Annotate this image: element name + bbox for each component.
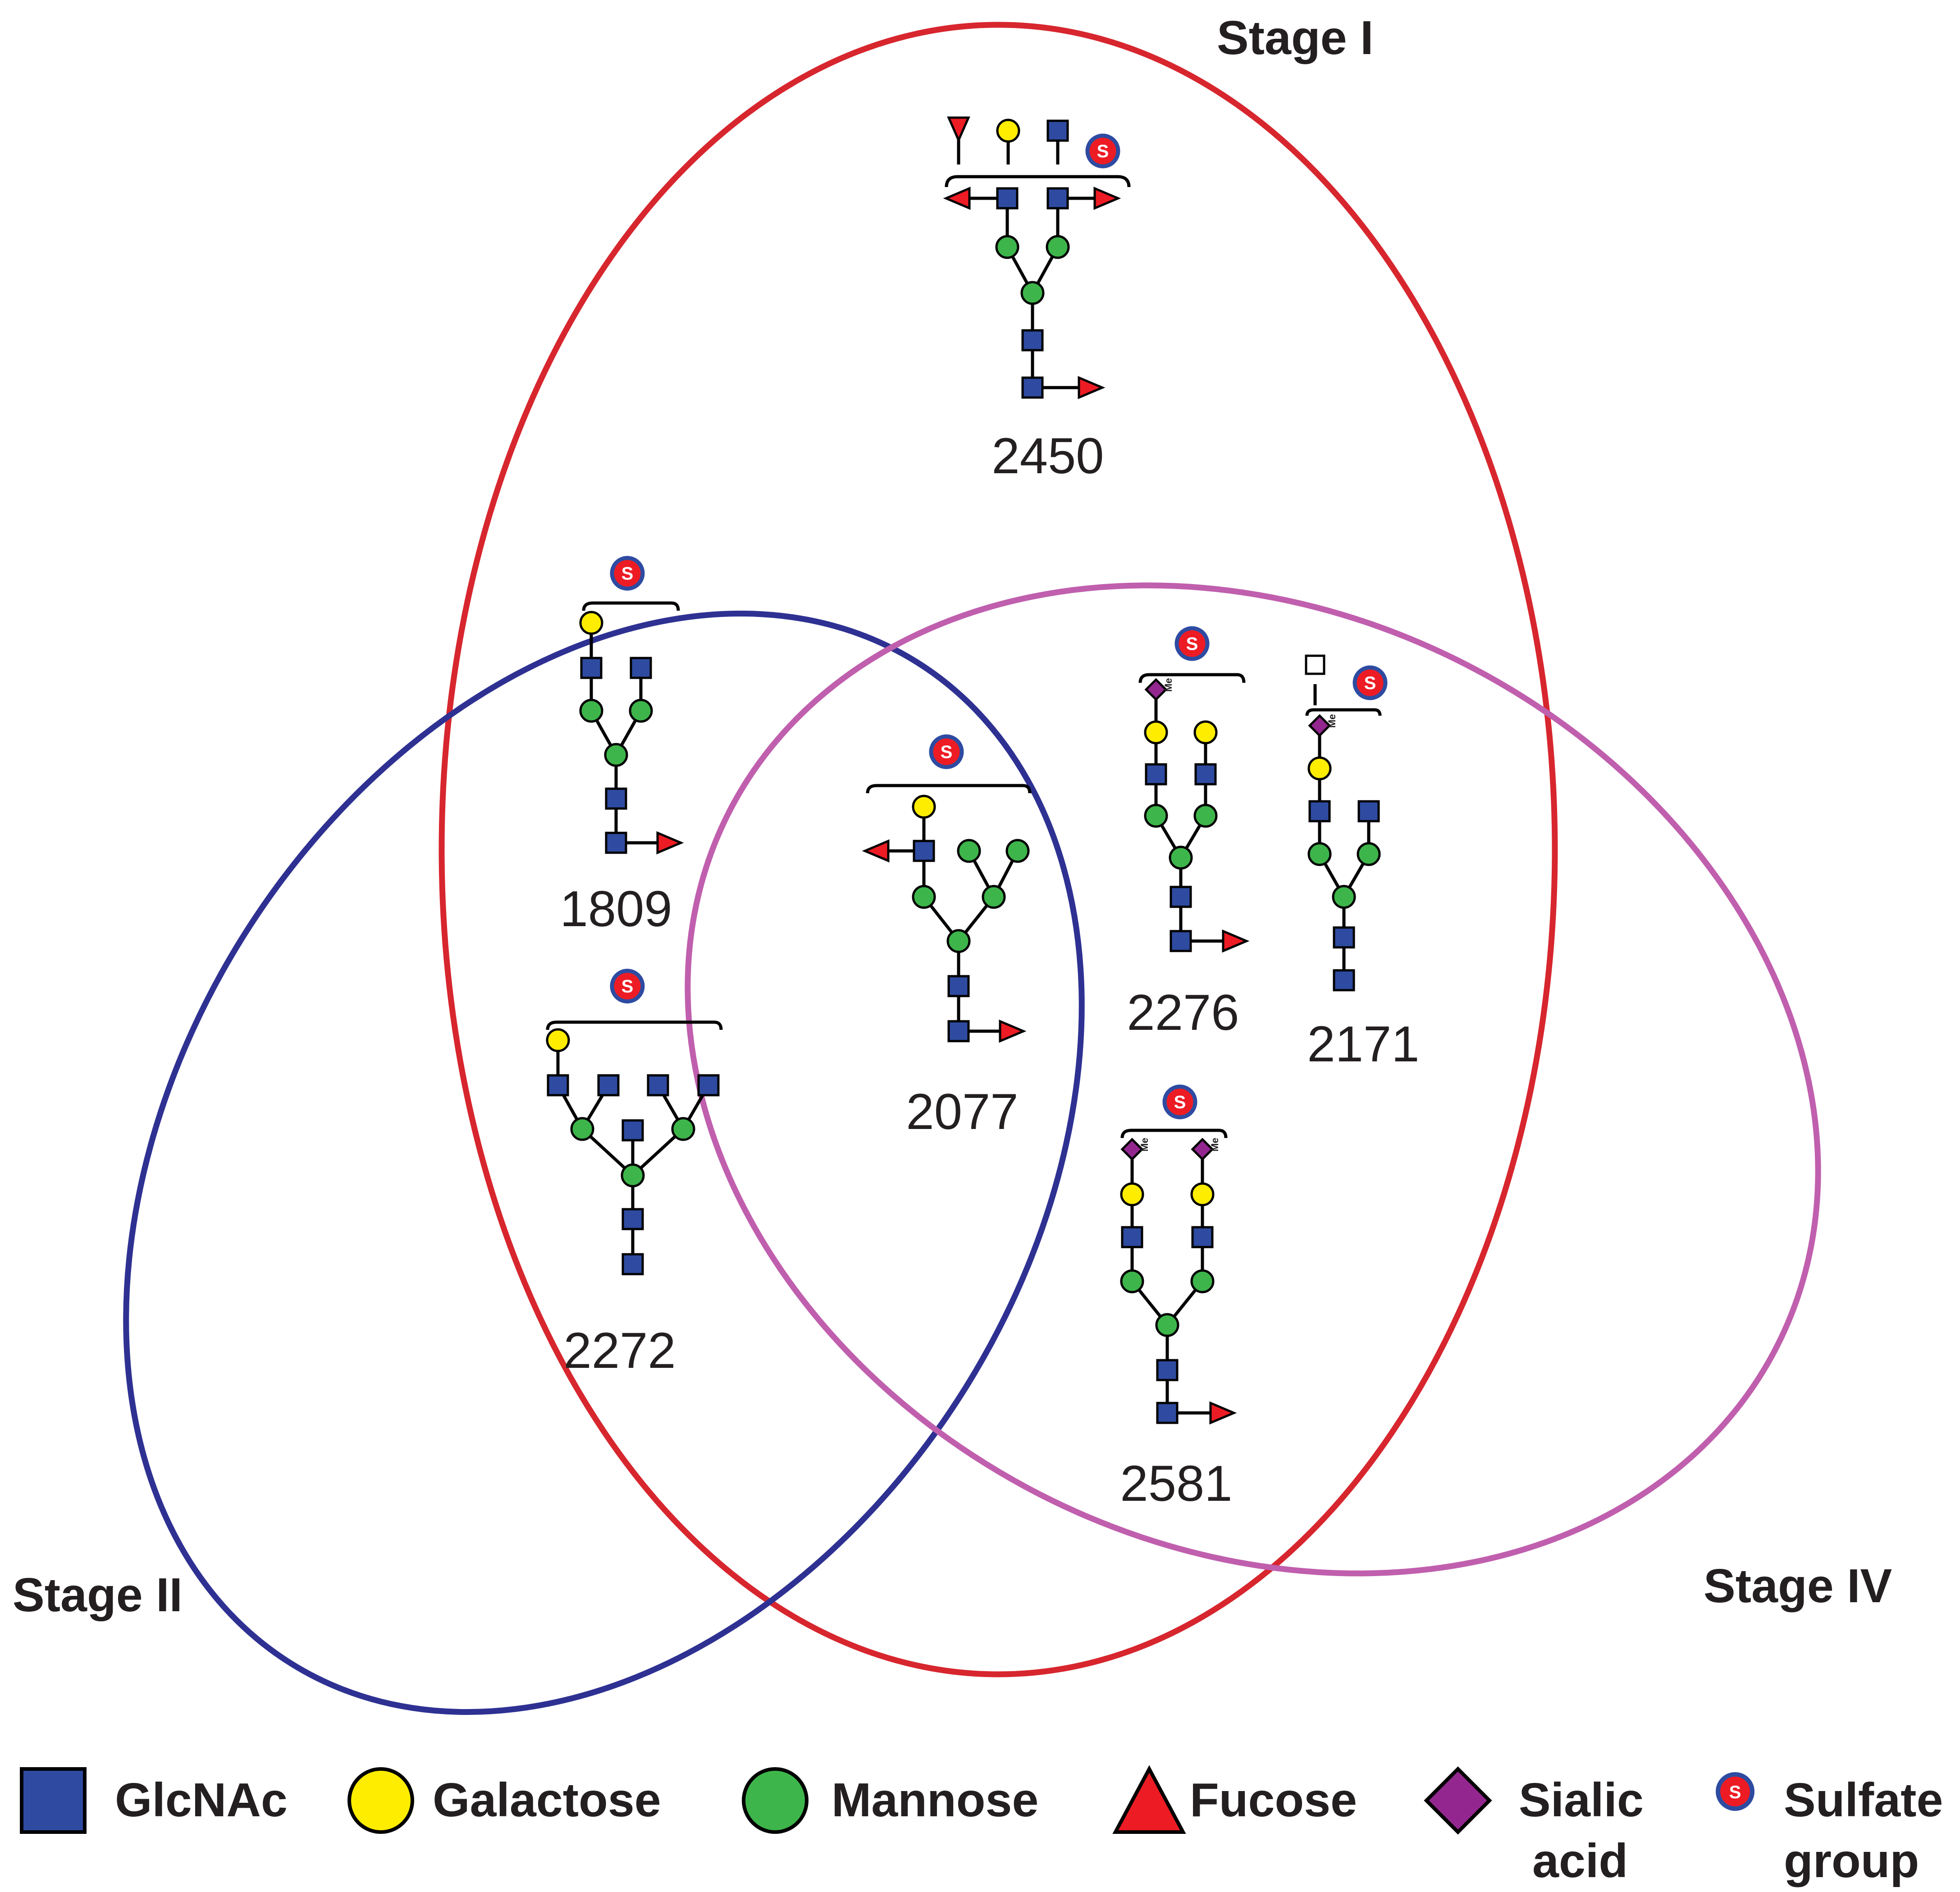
legend-fucose: Fucose — [1112, 1765, 1357, 1834]
sulfate-s: S — [941, 742, 953, 762]
legend-mannose: Mannose — [742, 1767, 1038, 1834]
legend-sulfate-label-line2: group — [1784, 1834, 1919, 1887]
legend-sulfate: S Sulfate group — [1716, 1772, 1943, 1887]
glycan-2077-structure: S — [865, 736, 1032, 1041]
sulfate-s: S — [1364, 673, 1376, 693]
fucose-triangle-icon — [1112, 1765, 1186, 1834]
legend-sialic-acid: Sialic acid — [1424, 1766, 1644, 1887]
legend-sulfate-label-line1: Sulfate — [1784, 1773, 1943, 1827]
glycan-2272-structure: S — [547, 971, 723, 1274]
sulfate-s: S — [621, 564, 634, 584]
methyl-label: Me — [1163, 678, 1174, 692]
galactose-circle-icon — [347, 1767, 414, 1834]
legend-mannose-label: Mannose — [832, 1773, 1038, 1827]
mannose-circle-icon — [742, 1767, 809, 1834]
stage-1-ellipse — [439, 22, 1558, 1677]
legend-galactose-label: Galactose — [433, 1773, 661, 1827]
glycan-2171-structure: Me S — [1306, 656, 1385, 990]
stage-2-ellipse — [123, 610, 1085, 1715]
glycan-2276-structure: Me S — [1138, 628, 1247, 951]
sulfate-s: S — [1186, 634, 1198, 654]
glycan-2077-label: 2077 — [906, 1083, 1018, 1140]
sulfate-s: S — [1097, 142, 1109, 161]
stage-4-label: Stage IV — [1704, 1559, 1892, 1613]
stage-2-label: Stage II — [13, 1568, 183, 1622]
legend-galactose: Galactose — [347, 1767, 661, 1834]
sulfate-s: S — [1174, 1092, 1186, 1112]
glycan-2581-structure: Me Me S — [1121, 1087, 1234, 1423]
sialic-acid-diamond-icon — [1424, 1766, 1492, 1835]
legend-glcnac-label: GlcNAc — [115, 1773, 288, 1827]
glycan-2272-label: 2272 — [563, 1322, 676, 1379]
methyl-label: Me — [1326, 714, 1338, 728]
sulfate-icon — [1716, 1772, 1754, 1811]
legend-sialic-label-line2: acid — [1532, 1834, 1628, 1887]
legend-glcnac: GlcNAc — [20, 1767, 288, 1834]
stage-4-ellipse — [685, 582, 1821, 1577]
glycan-2171-label: 2171 — [1307, 1016, 1419, 1072]
stage-1-label: Stage I — [1217, 11, 1374, 64]
glycan-2450-label: 2450 — [991, 428, 1104, 484]
legend: GlcNAc Galactose Mannose Fucose Sialic a… — [20, 1765, 1943, 1887]
methyl-label: Me — [1209, 1138, 1220, 1152]
legend-sialic-label-line1: Sialic — [1519, 1773, 1644, 1827]
methyl-label: Me — [1139, 1138, 1150, 1152]
glycan-2581-label: 2581 — [1120, 1455, 1232, 1512]
sulfate-s: S — [1729, 1782, 1741, 1802]
sulfate-s: S — [621, 977, 634, 996]
legend-fucose-label: Fucose — [1190, 1773, 1357, 1827]
glycan-2276-label: 2276 — [1127, 984, 1239, 1041]
glcnac-square-icon — [20, 1767, 87, 1834]
glycan-2450-structure: S — [946, 118, 1131, 398]
glycan-1809-structure: S — [580, 558, 681, 853]
glycan-1809-label: 1809 — [560, 881, 672, 937]
